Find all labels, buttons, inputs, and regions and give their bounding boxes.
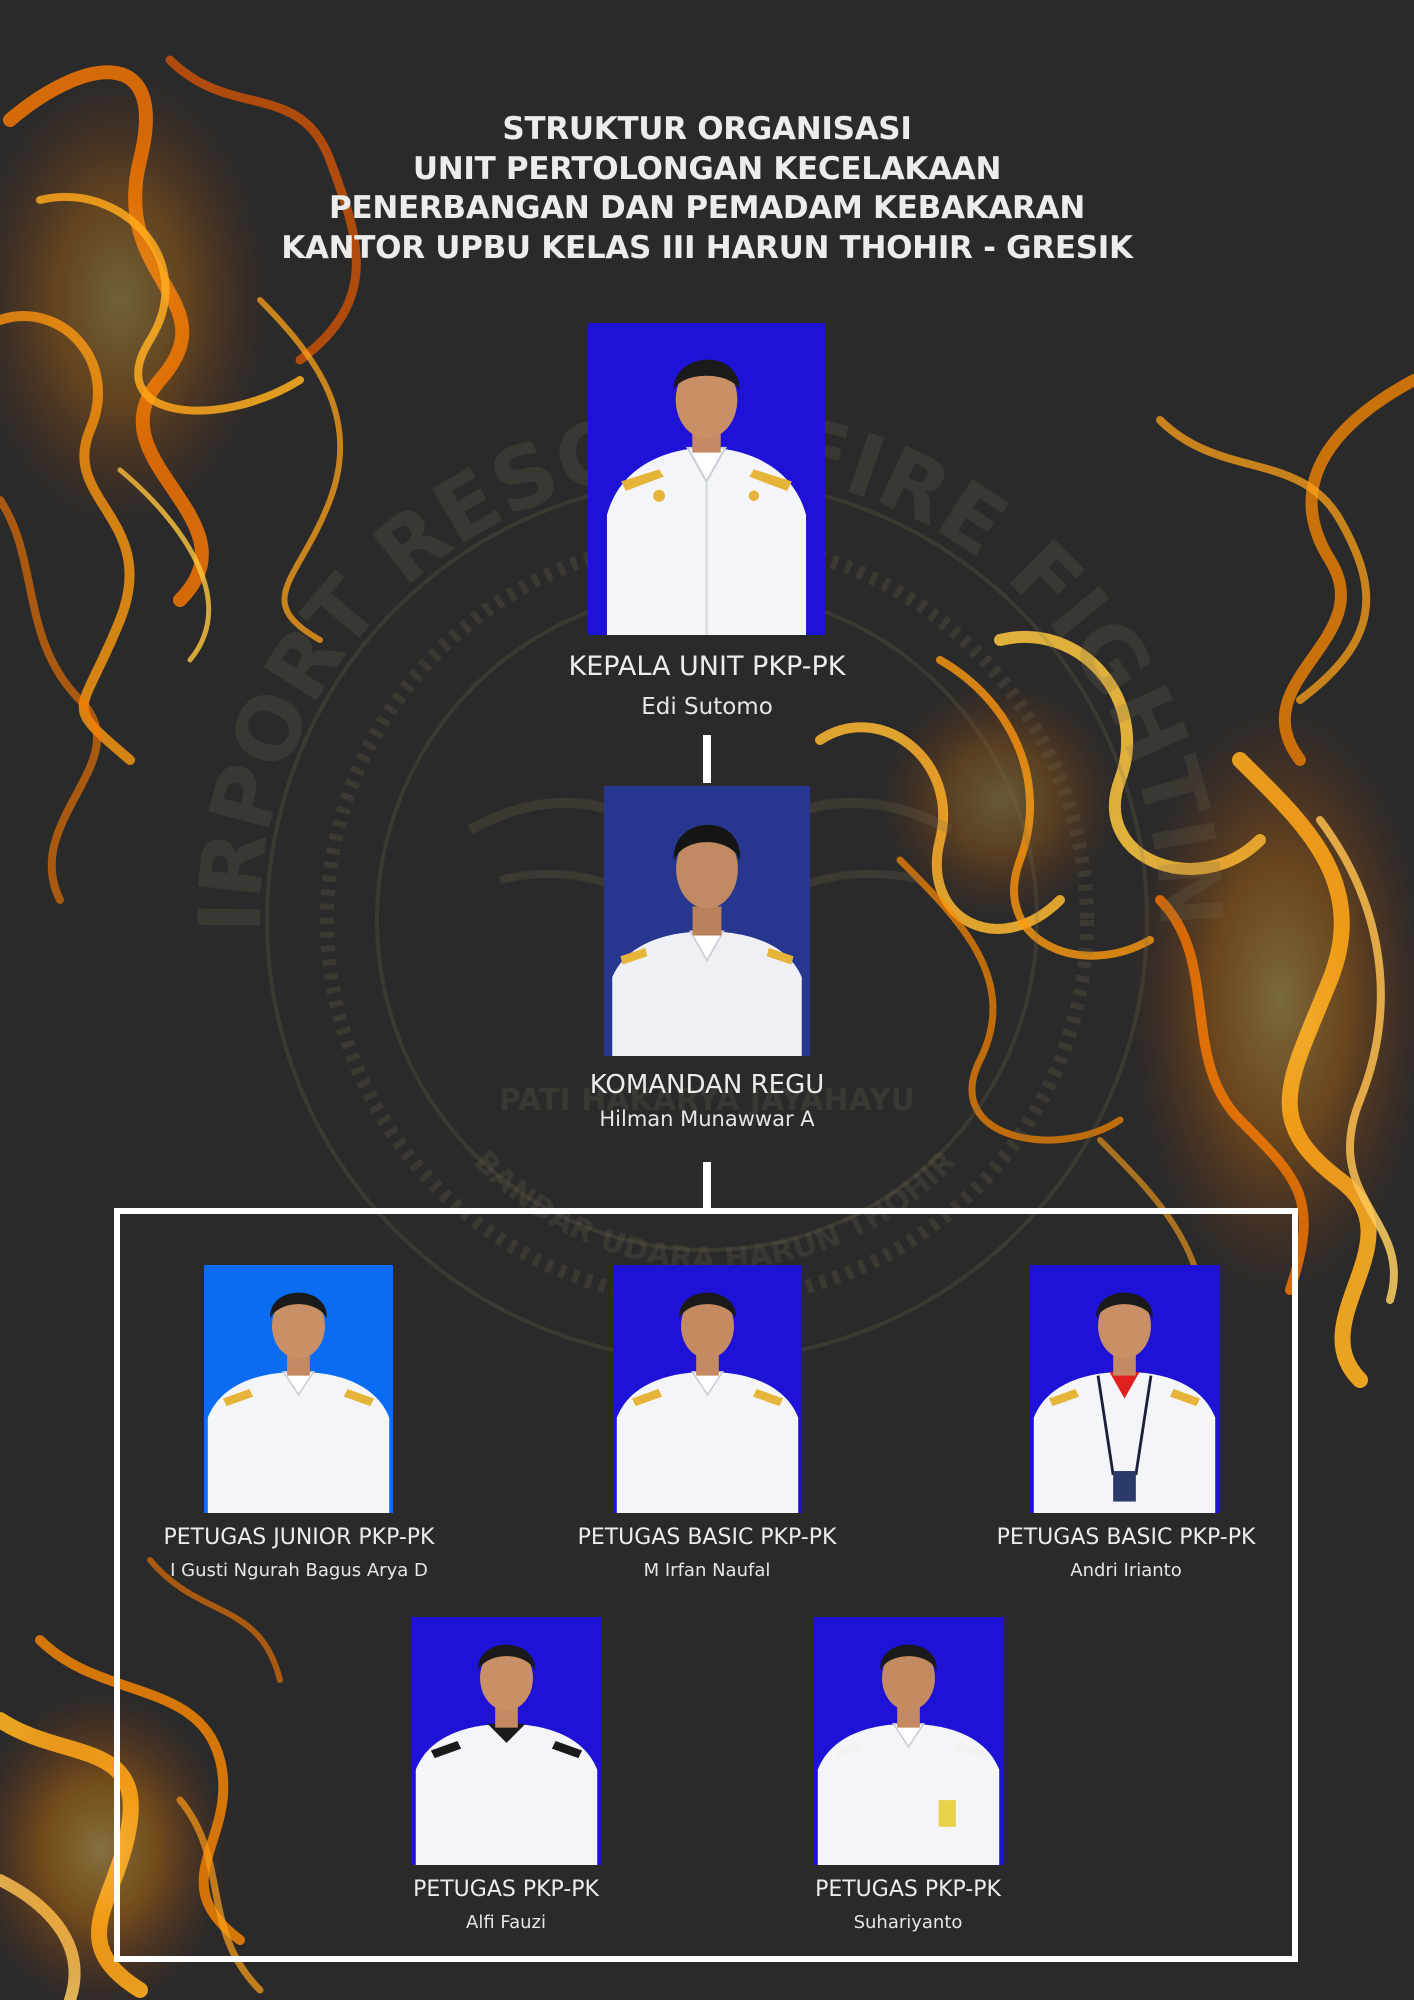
head-photo — [588, 323, 825, 635]
team-member-role: PETUGAS BASIC PKP-PK — [996, 1525, 1256, 1550]
team-box — [114, 1208, 1298, 1962]
title-line: STRUKTUR ORGANISASI — [502, 111, 912, 147]
person-portrait — [814, 1617, 1003, 1865]
emblem-ribbon-text: PATI HAKARYA JAYAHAYU — [499, 1083, 915, 1118]
person-portrait — [412, 1617, 601, 1865]
connector-line — [703, 735, 711, 783]
team-member-role: PETUGAS PKP-PK — [413, 1877, 599, 1902]
page-title: STRUKTUR ORGANISASI UNIT PERTOLONGAN KEC… — [0, 110, 1414, 268]
connector-line — [703, 1162, 711, 1210]
team-member-name: M Irfan Naufal — [643, 1560, 771, 1581]
team-member-photo — [613, 1265, 802, 1513]
team-member-name: Alfi Fauzi — [466, 1912, 546, 1933]
person-portrait — [588, 323, 825, 635]
head-role: KEPALA UNIT PKP-PK — [568, 651, 846, 682]
commander-role: KOMANDAN REGU — [589, 1070, 825, 1100]
team-member-role: PETUGAS BASIC PKP-PK — [577, 1525, 837, 1550]
team-member-name: Suhariyanto — [853, 1912, 963, 1933]
head-name: Edi Sutomo — [641, 694, 773, 720]
commander-name: Hilman Munawwar A — [599, 1107, 815, 1131]
person-portrait — [204, 1265, 393, 1513]
person-portrait — [604, 786, 810, 1056]
team-member-name: Andri Irianto — [1070, 1560, 1182, 1581]
person-portrait — [613, 1265, 802, 1513]
title-line: UNIT PERTOLONGAN KECELAKAAN — [412, 150, 1002, 187]
team-member-photo — [412, 1617, 601, 1865]
team-member-role: PETUGAS PKP-PK — [815, 1877, 1001, 1902]
person-portrait — [1030, 1265, 1219, 1513]
team-member-photo — [1030, 1265, 1219, 1513]
team-member-photo — [814, 1617, 1003, 1865]
title-line: KANTOR UPBU KELAS III HARUN THOHIR - GRE… — [281, 229, 1133, 266]
commander-photo — [604, 786, 810, 1056]
team-member-name: I Gusti Ngurah Bagus Arya D — [170, 1560, 428, 1581]
title-line: PENERBANGAN DAN PEMADAM KEBAKARAN — [329, 190, 1085, 226]
team-member-role: PETUGAS JUNIOR PKP-PK — [163, 1525, 435, 1550]
team-member-photo — [204, 1265, 393, 1513]
